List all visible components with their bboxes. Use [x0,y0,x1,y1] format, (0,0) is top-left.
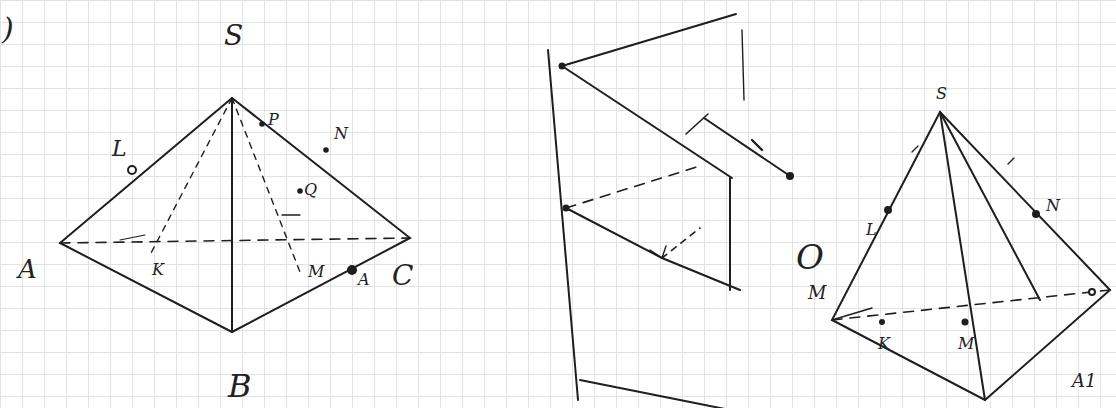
point-label: M [308,264,324,280]
point-label: B [228,370,252,402]
point-label: A1 [1072,372,1096,390]
point-label: A [358,272,370,288]
point-label: P [268,112,279,128]
point-label: ) [2,14,14,44]
point-label: S [224,22,243,50]
point-label: K [152,262,164,278]
point-label: L [112,138,127,160]
point-label: N [1046,198,1060,214]
point-label: Q [304,182,317,198]
point-label: A [18,256,37,282]
point-label: N [334,126,348,142]
point-label: M [808,284,826,302]
point-label: O [796,240,824,274]
point-label: S [936,86,947,102]
point-label: M [958,336,974,352]
point-label: K [878,336,890,352]
point-label: L [866,222,877,238]
point-label: C [392,262,413,290]
